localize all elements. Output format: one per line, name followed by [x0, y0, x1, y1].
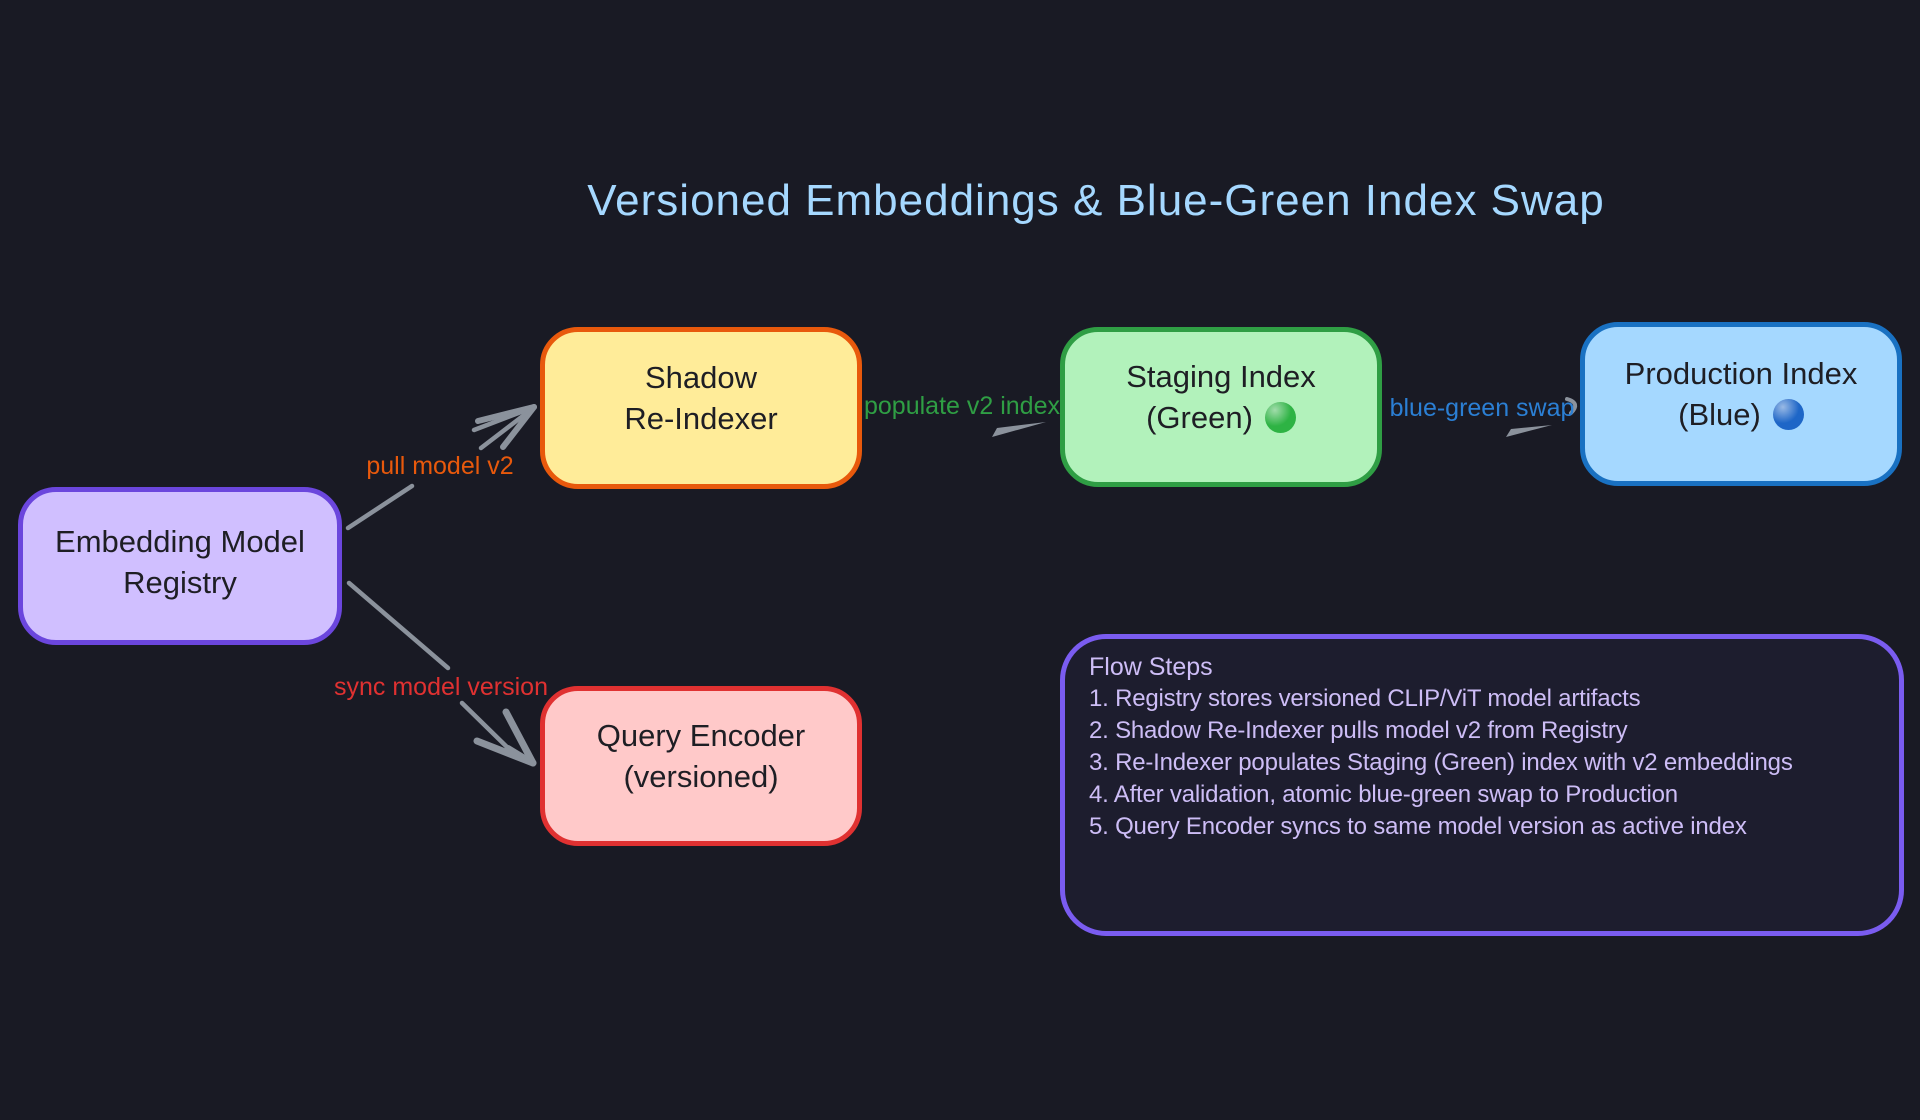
blue-green-swap-arrow: [1506, 397, 1578, 437]
edge-label-blue-green-swap: blue-green swap: [1389, 394, 1575, 422]
node-label-line: Production Index: [1624, 356, 1858, 391]
flow-step: 1. Registry stores versioned CLIP/ViT mo…: [1089, 685, 1641, 712]
node-label-line: Query Encoder: [596, 718, 806, 753]
node-label-line: (Green): [1146, 400, 1253, 435]
node-embedding-model-registry: Embedding Model Registry: [18, 487, 342, 645]
flow-step: 2. Shadow Re-Indexer pulls model v2 from…: [1089, 717, 1628, 744]
node-staging-index: Staging Index (Green): [1060, 327, 1382, 487]
node-query-encoder: Query Encoder (versioned): [540, 686, 862, 846]
diagram-title: Versioned Embeddings & Blue-Green Index …: [587, 176, 1605, 225]
node-label-line: Re-Indexer: [624, 401, 778, 436]
node-label-line: Registry: [123, 565, 237, 600]
flow-step: 4. After validation, atomic blue-green s…: [1089, 781, 1678, 808]
populate-v2-index-arrow: [992, 422, 1046, 437]
sync-model-version-arrow: [346, 580, 537, 767]
pull-model-v2-arrow: [345, 404, 537, 531]
node-shadow-reindexer: Shadow Re-Indexer: [540, 327, 862, 489]
node-label-line: Staging Index: [1126, 359, 1316, 394]
green-circle-icon: [1264, 402, 1296, 433]
blue-circle-icon: [1772, 399, 1804, 430]
edge-label-sync-model-version: sync model version: [334, 673, 548, 701]
edge-label-populate-v2-index: populate v2 index: [864, 392, 1060, 420]
edge-label-pull-model-v2: pull model v2: [366, 452, 514, 480]
flow-steps-panel: Flow Steps 1. Registry stores versioned …: [1060, 634, 1904, 936]
node-label-line: (Blue): [1678, 397, 1761, 432]
node-label-line: Embedding Model: [55, 524, 305, 559]
node-label-line: Shadow: [644, 360, 758, 395]
flow-step: 3. Re-Indexer populates Staging (Green) …: [1089, 749, 1793, 776]
node-label-line: (versioned): [623, 759, 779, 794]
node-production-index: Production Index (Blue): [1580, 322, 1902, 486]
flow-steps-title: Flow Steps: [1089, 653, 1213, 681]
flow-step: 5. Query Encoder syncs to same model ver…: [1089, 813, 1747, 840]
